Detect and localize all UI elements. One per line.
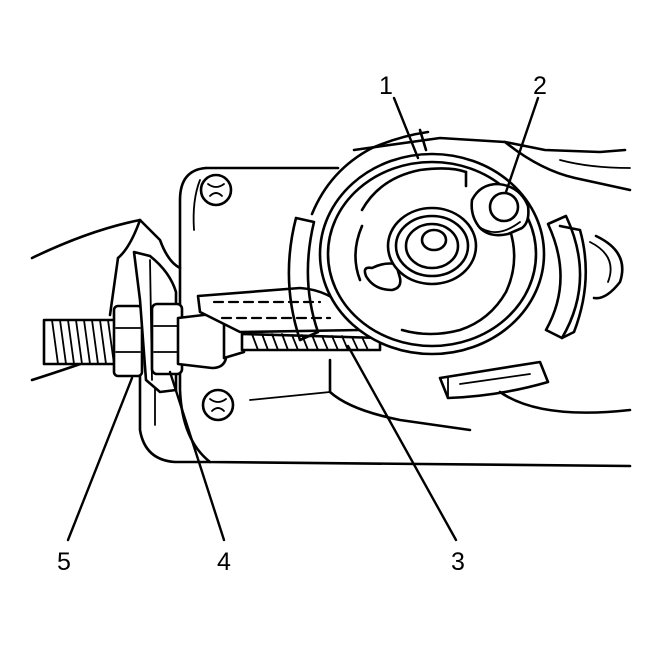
leader-line-2	[504, 96, 540, 194]
leader-line-3	[346, 344, 458, 542]
wheel-arc-guides	[287, 128, 588, 400]
callout-labels: 1 2 3 4 5	[57, 72, 547, 576]
adjuster-nut	[112, 304, 144, 378]
callout-2: 2	[533, 72, 547, 100]
leader-line-5	[66, 376, 134, 542]
callout-3: 3	[451, 548, 465, 576]
wheel-hub	[386, 206, 478, 286]
leader-lines	[66, 96, 540, 542]
leader-line-4	[168, 370, 226, 542]
callout-4: 4	[217, 548, 231, 576]
threaded-adjuster-rod	[42, 318, 122, 366]
leader-line-1	[392, 96, 420, 160]
callout-5: 5	[57, 548, 71, 576]
adjuster-pin	[488, 191, 520, 223]
mounting-plate	[178, 136, 632, 468]
screw-lower	[201, 388, 235, 422]
screw-upper	[199, 173, 233, 207]
wheel-notch-left	[363, 262, 402, 292]
callout-1: 1	[379, 72, 393, 100]
